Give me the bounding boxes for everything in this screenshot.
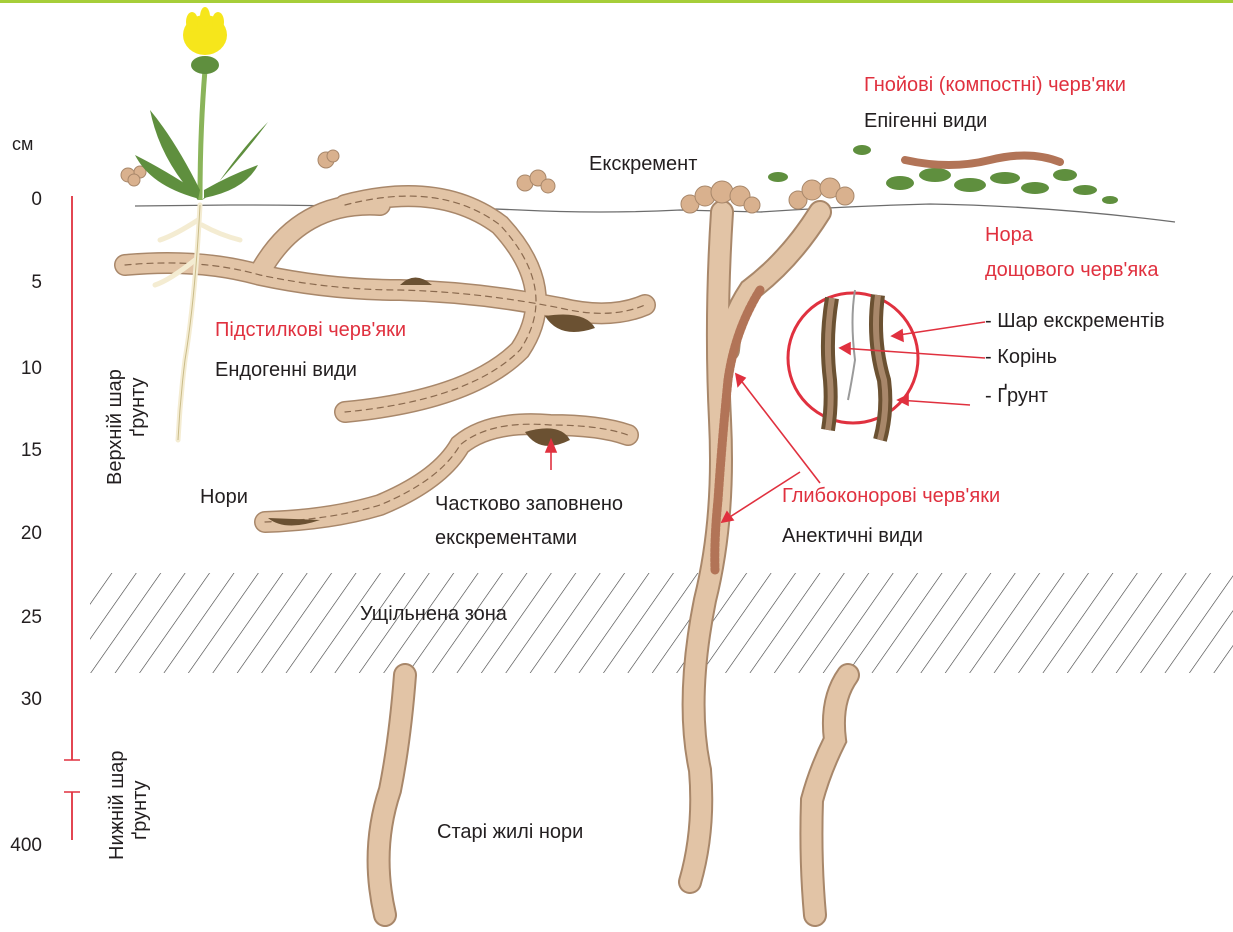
depth-scale	[64, 196, 80, 840]
compacted-zone-label: Ущільнена зона	[360, 604, 507, 624]
deep-worms-label: Глибоконорові черв'яки	[782, 486, 1000, 506]
excrement-layer-label: - Шар екскрементів	[985, 311, 1165, 331]
leaf	[204, 165, 258, 198]
top-accent-line	[0, 0, 1233, 3]
depth-tick: 5	[0, 273, 42, 292]
partially-filled-line-1: Частково заповнено	[435, 494, 623, 514]
depth-tick: 15	[0, 441, 42, 460]
litter-worms-label: Підстилкові черв'яки	[215, 320, 406, 340]
old-burrows-label: Старі жилі нори	[437, 822, 583, 842]
burrows-label: Нори	[200, 487, 248, 507]
epigeic-worm	[905, 155, 1060, 165]
root-label: - Корінь	[985, 347, 1057, 367]
depth-tick: 400	[0, 836, 42, 855]
burrow-title-2: дощового черв'яка	[985, 260, 1158, 280]
anecic-label: Анектичні види	[782, 526, 923, 546]
depth-tick: 10	[0, 359, 42, 378]
magnified-burrow	[788, 290, 918, 440]
depth-tick: 20	[0, 524, 42, 543]
flower	[183, 7, 227, 55]
compost-worms-title: Гнойові (компостні) черв'яки	[864, 75, 1126, 95]
depth-tick: 25	[0, 608, 42, 627]
epigeic-label: Епігенні види	[864, 111, 987, 131]
upper-layer-line-1: Верхній шар	[104, 369, 127, 485]
lower-layer-line-1: Нижній шар	[106, 750, 129, 860]
endogeic-burrows	[125, 196, 645, 522]
soil-label: - Ґрунт	[985, 386, 1048, 406]
scale-unit: см	[12, 135, 33, 153]
excrement-label: Екскремент	[589, 154, 697, 174]
upper-layer-line-2: ґрунту	[127, 369, 150, 485]
upper-layer-label: Верхній шар ґрунту	[104, 369, 150, 485]
lower-layer-label: Нижній шар ґрунту	[106, 750, 152, 860]
depth-tick: 0	[0, 190, 42, 209]
endogeic-label: Ендогенні види	[215, 360, 357, 380]
depth-tick: 30	[0, 690, 42, 709]
lower-layer-line-2: ґрунту	[129, 750, 152, 860]
burrow-title-1: Нора	[985, 225, 1033, 245]
partially-filled-line-2: екскрементами	[435, 528, 577, 548]
compacted-zone-hatch	[90, 573, 1233, 673]
